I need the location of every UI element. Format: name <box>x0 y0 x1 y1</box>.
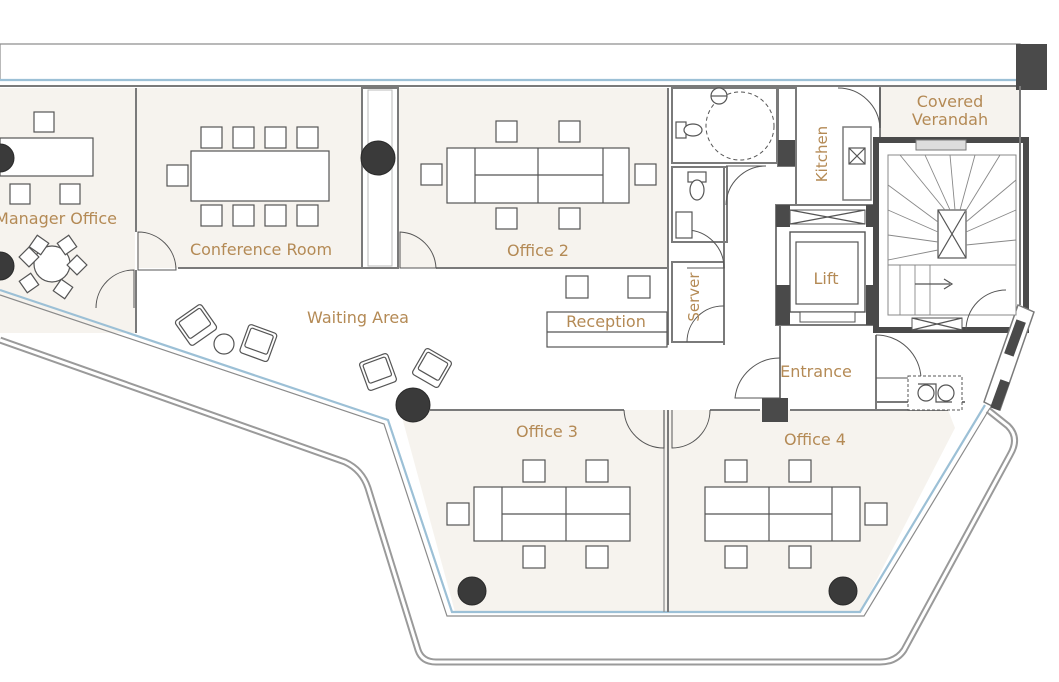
column <box>457 576 487 606</box>
conference-furniture <box>166 126 330 227</box>
office-4-furniture <box>704 459 888 569</box>
office-3-furniture <box>446 459 631 569</box>
label-kitchen: Kitchen <box>813 126 831 182</box>
waiting-area-chairs <box>174 304 452 391</box>
label-entrance: Entrance <box>780 362 852 381</box>
column <box>828 576 858 606</box>
columns <box>0 140 858 606</box>
label-waiting-area: Waiting Area <box>307 308 409 327</box>
lift-cab <box>789 209 866 323</box>
label-conference-room: Conference Room <box>190 240 332 259</box>
label-manager-office: Manager Office <box>0 209 117 228</box>
north-wall <box>0 43 1047 90</box>
label-reception: Reception <box>566 312 646 331</box>
label-server: Server <box>685 272 703 322</box>
wheelchair-icon <box>907 375 963 411</box>
column <box>395 387 431 423</box>
label-office-3: Office 3 <box>516 422 578 441</box>
label-lift: Lift <box>814 269 839 288</box>
facade-glazing <box>0 288 986 614</box>
doors <box>95 87 1007 449</box>
terrace-outline <box>0 288 1018 666</box>
reception-furniture <box>546 275 668 348</box>
column <box>360 140 396 176</box>
manager-office-furniture <box>0 111 94 300</box>
label-covered-verandah-line1: Covered <box>917 92 984 111</box>
office-2-furniture <box>420 120 657 230</box>
column <box>0 251 15 281</box>
label-office-4: Office 4 <box>784 430 846 449</box>
label-office-2: Office 2 <box>507 241 569 260</box>
wc-fixtures <box>675 87 866 239</box>
column <box>0 143 15 173</box>
corner-pier <box>1016 44 1047 90</box>
label-covered-verandah-line2: Verandah <box>912 110 988 129</box>
verandah-floor <box>880 85 1020 143</box>
room-labels: Manager Office Conference Room Office 2 … <box>0 92 988 449</box>
staircase <box>887 154 1017 331</box>
